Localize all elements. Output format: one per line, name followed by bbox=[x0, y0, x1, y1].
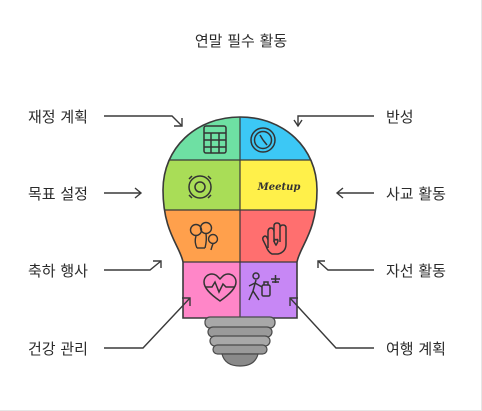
calculator-icon bbox=[203, 125, 227, 154]
label-finance: 재정 계획 bbox=[28, 108, 88, 126]
target-icon bbox=[188, 175, 212, 199]
segment-health bbox=[163, 262, 240, 318]
label-travel: 여행 계획 bbox=[386, 340, 446, 358]
clock-icon bbox=[250, 127, 276, 153]
diagram-title: 연말 필수 활동 bbox=[194, 32, 288, 50]
label-goals: 목표 설정 bbox=[28, 185, 88, 203]
balloons-icon bbox=[189, 221, 219, 251]
bulb-base bbox=[204, 316, 276, 367]
label-health: 건강 관리 bbox=[28, 340, 88, 358]
arrow-health bbox=[104, 297, 191, 349]
meetup-icon: Meetup bbox=[257, 182, 301, 193]
label-reflection: 반성 bbox=[386, 108, 414, 126]
label-celebration: 축하 행사 bbox=[28, 262, 88, 280]
traveler-icon bbox=[248, 272, 280, 301]
connector-arrows bbox=[104, 115, 374, 349]
label-social: 사교 활동 bbox=[386, 185, 446, 203]
arrow-celebration bbox=[104, 260, 162, 271]
segment-goals bbox=[163, 160, 240, 210]
bulb-segments bbox=[163, 117, 317, 318]
arrow-reflection bbox=[297, 115, 374, 126]
segment-social bbox=[240, 160, 317, 210]
hand-heart-icon bbox=[262, 222, 287, 255]
arrow-charity bbox=[317, 260, 374, 271]
arrow-finance bbox=[104, 115, 183, 127]
label-charity: 자선 활동 bbox=[386, 262, 446, 280]
heartbeat-icon bbox=[203, 273, 237, 302]
segment-charity bbox=[240, 210, 317, 262]
arrow-travel bbox=[289, 297, 374, 349]
